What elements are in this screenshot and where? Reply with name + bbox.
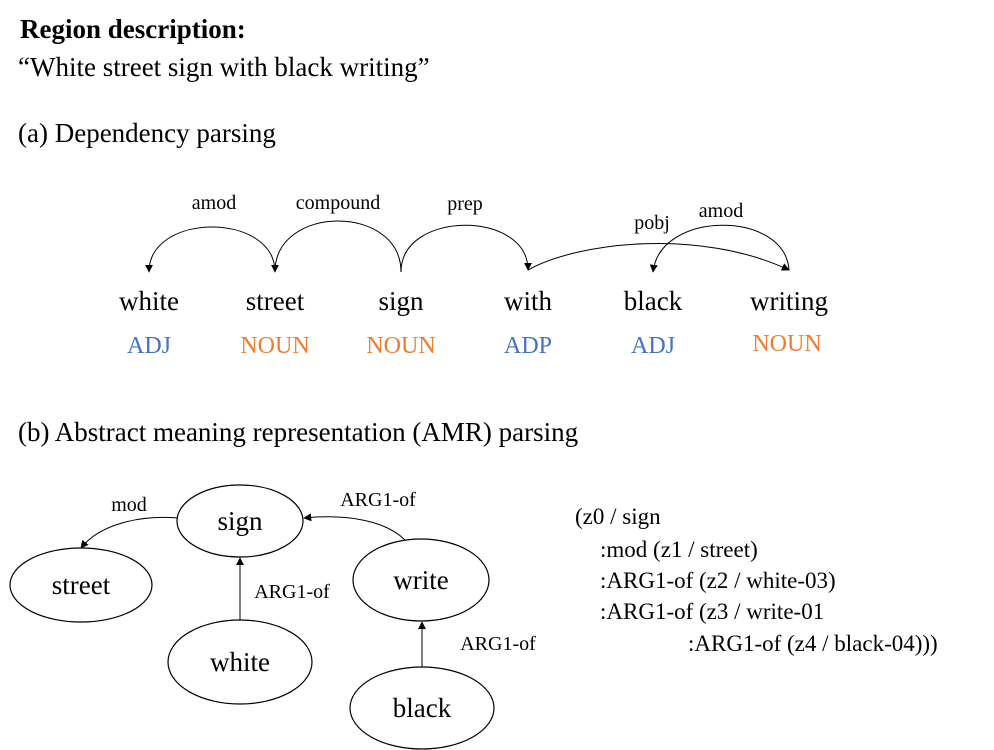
- amr-node-label-street: street: [52, 570, 111, 600]
- pos-tag-with: ADP: [504, 333, 552, 359]
- token-white: white: [119, 286, 179, 316]
- token-writing: writing: [750, 286, 828, 316]
- amr-edge-mod: [80, 516, 179, 549]
- arc-compound-sign-street: [271, 220, 402, 273]
- arc-label-amod-1: amod: [192, 192, 236, 214]
- amr-section-title: (b) Abstract meaning representation (AMR…: [18, 417, 579, 447]
- arc-label-compound: compound: [296, 192, 380, 214]
- amr-graph: sign street white write black mod ARG1-o…: [9, 484, 536, 750]
- amr-node-label-black: black: [393, 693, 452, 723]
- amr-node-sign: [176, 484, 304, 558]
- penman-line-2: :mod (z1 / street): [600, 537, 758, 562]
- arc-amod-writing-black: [649, 224, 790, 273]
- amr-edge-label-black: ARG1-of: [460, 633, 536, 655]
- token-sign: sign: [378, 286, 424, 316]
- region-quote: “White street sign with black writing”: [18, 52, 430, 82]
- arc-pobj-with-writing: [527, 243, 790, 271]
- amr-node-label-write: write: [393, 565, 448, 595]
- arc-prep-sign-with: [400, 224, 532, 273]
- arc-label-amod-2: amod: [699, 200, 743, 222]
- amr-edge-label-mod: mod: [111, 494, 147, 516]
- penman-line-5: :ARG1-of (z4 / black-04))): [688, 631, 938, 656]
- arc-label-pobj: pobj: [634, 212, 670, 234]
- amr-penman-text: (z0 / sign :mod (z1 / street) :ARG1-of (…: [575, 504, 938, 656]
- amr-node-label-white: white: [210, 647, 270, 677]
- pos-tag-writing: NOUN: [752, 331, 821, 357]
- penman-line-3: :ARG1-of (z2 / white-03): [600, 568, 836, 593]
- amr-edge-label-white: ARG1-of: [254, 581, 330, 603]
- pos-tag-black: ADJ: [631, 333, 675, 359]
- dependency-section-title: (a) Dependency parsing: [18, 118, 276, 148]
- penman-line-1: (z0 / sign: [575, 504, 661, 529]
- token-black: black: [624, 286, 683, 316]
- amr-edge-label-write: ARG1-of: [340, 489, 416, 511]
- pos-tag-white: ADJ: [127, 333, 171, 359]
- penman-line-4: :ARG1-of (z3 / write-01: [600, 599, 824, 624]
- region-heading: Region description:: [20, 14, 246, 44]
- pos-tag-sign: NOUN: [366, 333, 435, 359]
- amr-node-write: [352, 538, 490, 622]
- dependency-tree: white street sign with black writing ADJ…: [119, 192, 828, 359]
- arc-amod-street-white: [145, 226, 276, 273]
- token-street: street: [246, 286, 305, 316]
- token-with: with: [504, 286, 553, 316]
- amr-edge-write-sign: [303, 513, 406, 541]
- amr-node-label-sign: sign: [217, 506, 263, 536]
- pos-tag-street: NOUN: [240, 333, 309, 359]
- arc-label-prep: prep: [447, 193, 483, 215]
